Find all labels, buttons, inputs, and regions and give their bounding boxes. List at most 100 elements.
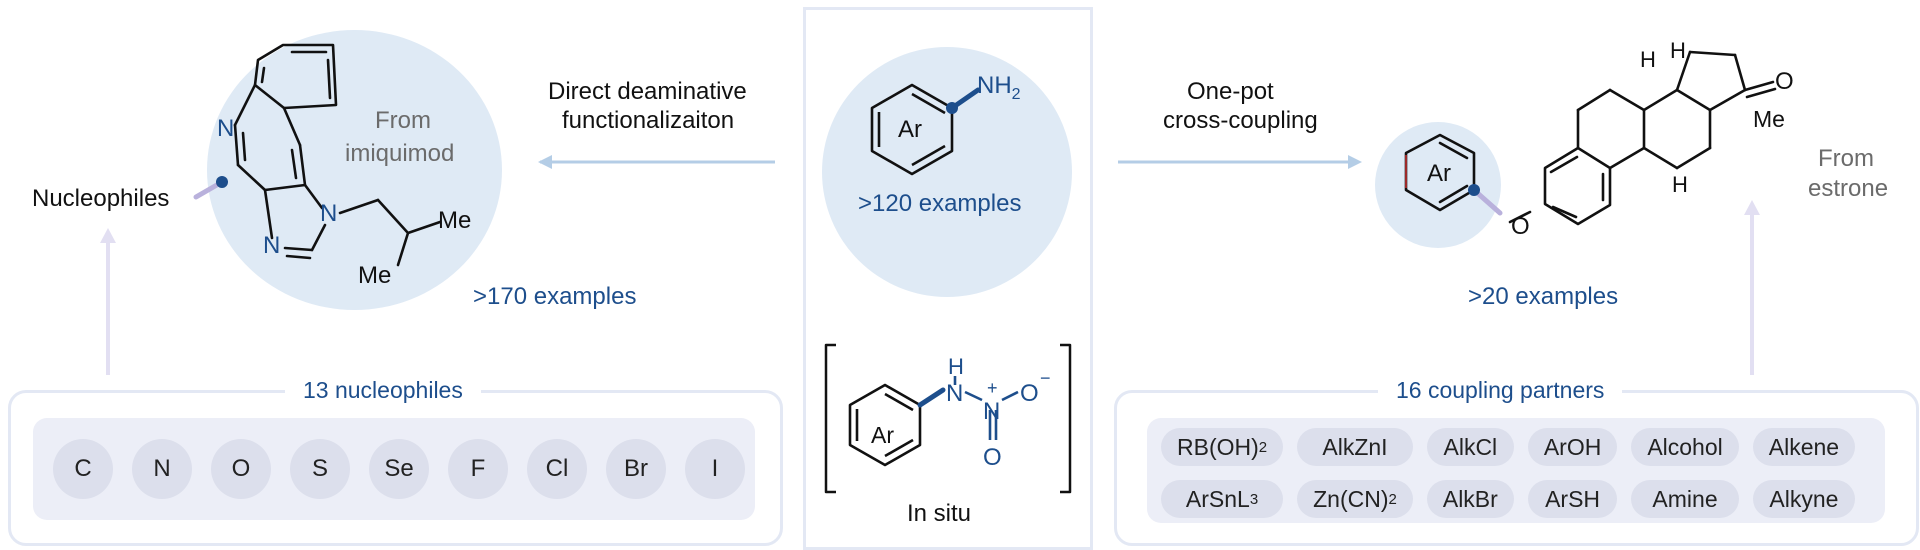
imiquimod-source-line2: imiquimod (345, 140, 455, 167)
right-arrow-text-line2: cross-coupling (1163, 107, 1318, 134)
nucleophile-chip: N (132, 439, 192, 499)
coupling-partner-text: RB(OH) (1177, 433, 1259, 460)
coupling-partner-chip: AlkZnI (1297, 428, 1413, 466)
coupling-partner-subscript: 2 (1258, 438, 1268, 456)
coupling-partner-chip: ArSH (1527, 480, 1618, 518)
right-arrow-text-line1: One-pot (1187, 78, 1274, 105)
bond-o-ring (1508, 210, 1532, 224)
nucleophile-chip: S (290, 439, 350, 499)
coupling-partner-subscript: 2 (1388, 490, 1397, 508)
estrone-ring-a (1543, 146, 1612, 226)
intermediate-double-2 (884, 438, 914, 458)
estrone-source-line1: From (1818, 145, 1874, 172)
aryl-double-1 (1438, 141, 1469, 160)
aryl-dot (1468, 184, 1480, 196)
intermediate-h: H (948, 354, 964, 379)
nucleophile-chip: Cl (527, 439, 587, 499)
nucleophiles-box-title: 13 nucleophiles (285, 377, 481, 404)
coupling-partner-chip: Alkene (1752, 428, 1856, 466)
ring-a-double-3 (1551, 205, 1578, 219)
coupling-partner-chip: Alkyne (1752, 480, 1856, 518)
benzo-double-3 (260, 66, 266, 84)
coupling-partner-text: AlkZnI (1322, 433, 1388, 460)
bond-n-o (1001, 390, 1019, 402)
coupling-partner-text: Alcohol (1647, 433, 1723, 460)
estrone-methyl: Me (1753, 106, 1785, 132)
coupling-partner-chip: AlkBr (1426, 480, 1514, 518)
aniline-dot (946, 102, 958, 114)
aniline-double-2 (911, 144, 946, 167)
ring-d-3 (1733, 53, 1747, 92)
bond-c5-benzo (282, 106, 302, 147)
bond-isobutyl-2 (376, 198, 410, 235)
methyl-label-1: Me (438, 207, 472, 234)
coupling-partner-text: Amine (1652, 485, 1718, 512)
estrone-source-line2: estrone (1808, 175, 1889, 202)
imiquimod-source-line1: From (375, 107, 431, 134)
coupling-partner-chip: Alcohol (1631, 428, 1739, 466)
nucleophile-chip: O (211, 439, 271, 499)
estrone-h-2: H (1670, 38, 1686, 63)
coupling-partner-text: ArSnL (1185, 485, 1250, 512)
coupling-partners-box-title: 16 coupling partners (1378, 377, 1623, 404)
aniline-nh2: NH2 (977, 72, 1021, 103)
center-examples-count: >120 examples (858, 190, 1022, 217)
bond-n-n (964, 390, 983, 402)
intermediate-o2: O (983, 444, 1002, 471)
coupling-partner-text: ArSH (1545, 485, 1601, 512)
aryl-ar-label: Ar (1427, 160, 1451, 187)
ring-d-2 (1688, 50, 1737, 57)
ether-oxygen: O (1511, 213, 1530, 240)
nucleophile-chip: I (685, 439, 745, 499)
left-arrow-text-line1: Direct deaminative (548, 78, 747, 105)
ring-b-5 (1608, 146, 1646, 170)
aniline-double-1 (911, 92, 946, 115)
bond-imid-3 (310, 223, 327, 252)
left-examples-count: >170 examples (473, 283, 637, 310)
nucleophiles-label: Nucleophiles (32, 185, 170, 212)
aniline-circle (822, 47, 1072, 297)
aryl-circle (1375, 122, 1501, 248)
atom-n-imidazole: N (320, 200, 338, 227)
intermediate-ar-label: Ar (871, 422, 894, 448)
nucleophile-chip: C (53, 439, 113, 499)
ring-c-1 (1642, 88, 1679, 112)
nucleophile-chip: Se (369, 439, 429, 499)
ring-c-2 (1675, 88, 1712, 112)
attachment-dot (216, 176, 228, 188)
benzo-double-2 (326, 58, 332, 100)
bond-isobutyl-4 (396, 231, 410, 267)
left-arrow-text-line2: functionalizaiton (562, 107, 735, 134)
intermediate-minus: − (1040, 368, 1051, 388)
bond-c4-c5 (298, 143, 307, 187)
ketone-oxygen: O (1775, 68, 1794, 95)
nucleophile-chip: Br (606, 439, 666, 499)
methyl-label-2: Me (358, 262, 392, 289)
bond-c-n (233, 83, 257, 127)
coupling-partner-chip: RB(OH)2 (1161, 428, 1284, 466)
bond-imid-2 (283, 246, 314, 252)
left-up-arrow-head (100, 228, 116, 243)
atom-n-pyridine: N (217, 115, 235, 142)
bracket-left (824, 343, 836, 494)
in-situ-caption: In situ (907, 500, 972, 527)
right-examples-count: >20 examples (1468, 283, 1619, 310)
ring-d-4 (1708, 88, 1747, 112)
ketone-bond-2 (1745, 87, 1777, 99)
intermediate-n1: N (946, 380, 964, 407)
ring-b-3 (1608, 88, 1646, 112)
bond-n-c2 (233, 123, 240, 167)
bond-isobutyl-1 (338, 198, 380, 215)
bond-c3-c4 (263, 183, 307, 192)
intermediate-n2: N (983, 398, 1001, 425)
coupling-partner-text: ArOH (1543, 433, 1602, 460)
bond-imid-double (285, 254, 312, 260)
